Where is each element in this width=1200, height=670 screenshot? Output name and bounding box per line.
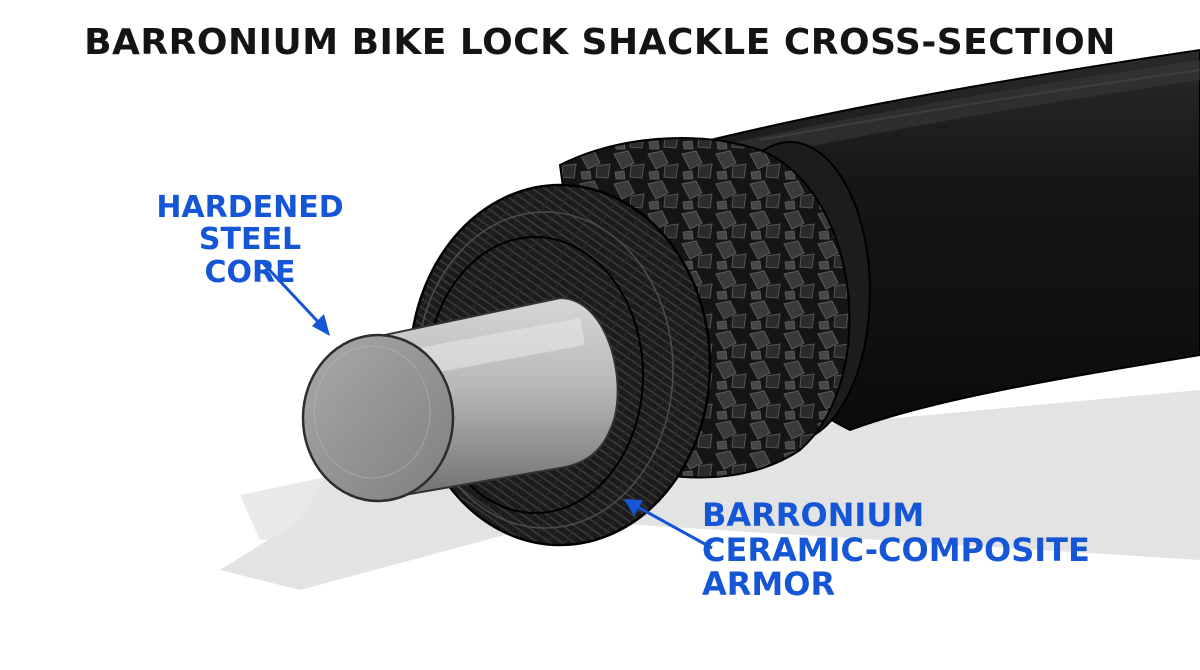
ground-shadow [220,390,1200,590]
label-armor: BARRONIUM CERAMIC-COMPOSITE ARMOR [702,498,1102,602]
diagram-title: BARRONIUM BIKE LOCK SHACKLE CROSS-SECTIO… [84,22,1116,63]
steel-core-face [301,333,455,503]
label-steel-core: HARDENED STEEL CORE [150,190,350,290]
core-callout-arrow [260,260,330,336]
label-armor-line3: ARMOR [702,565,836,604]
label-armor-line1: BARRONIUM [702,496,925,534]
armor-callout-arrow [624,499,713,550]
label-steel-core-line1: HARDENED [156,190,344,225]
label-steel-core-line2: STEEL CORE [198,222,302,290]
label-armor-line2: CERAMIC-COMPOSITE [702,530,1090,569]
